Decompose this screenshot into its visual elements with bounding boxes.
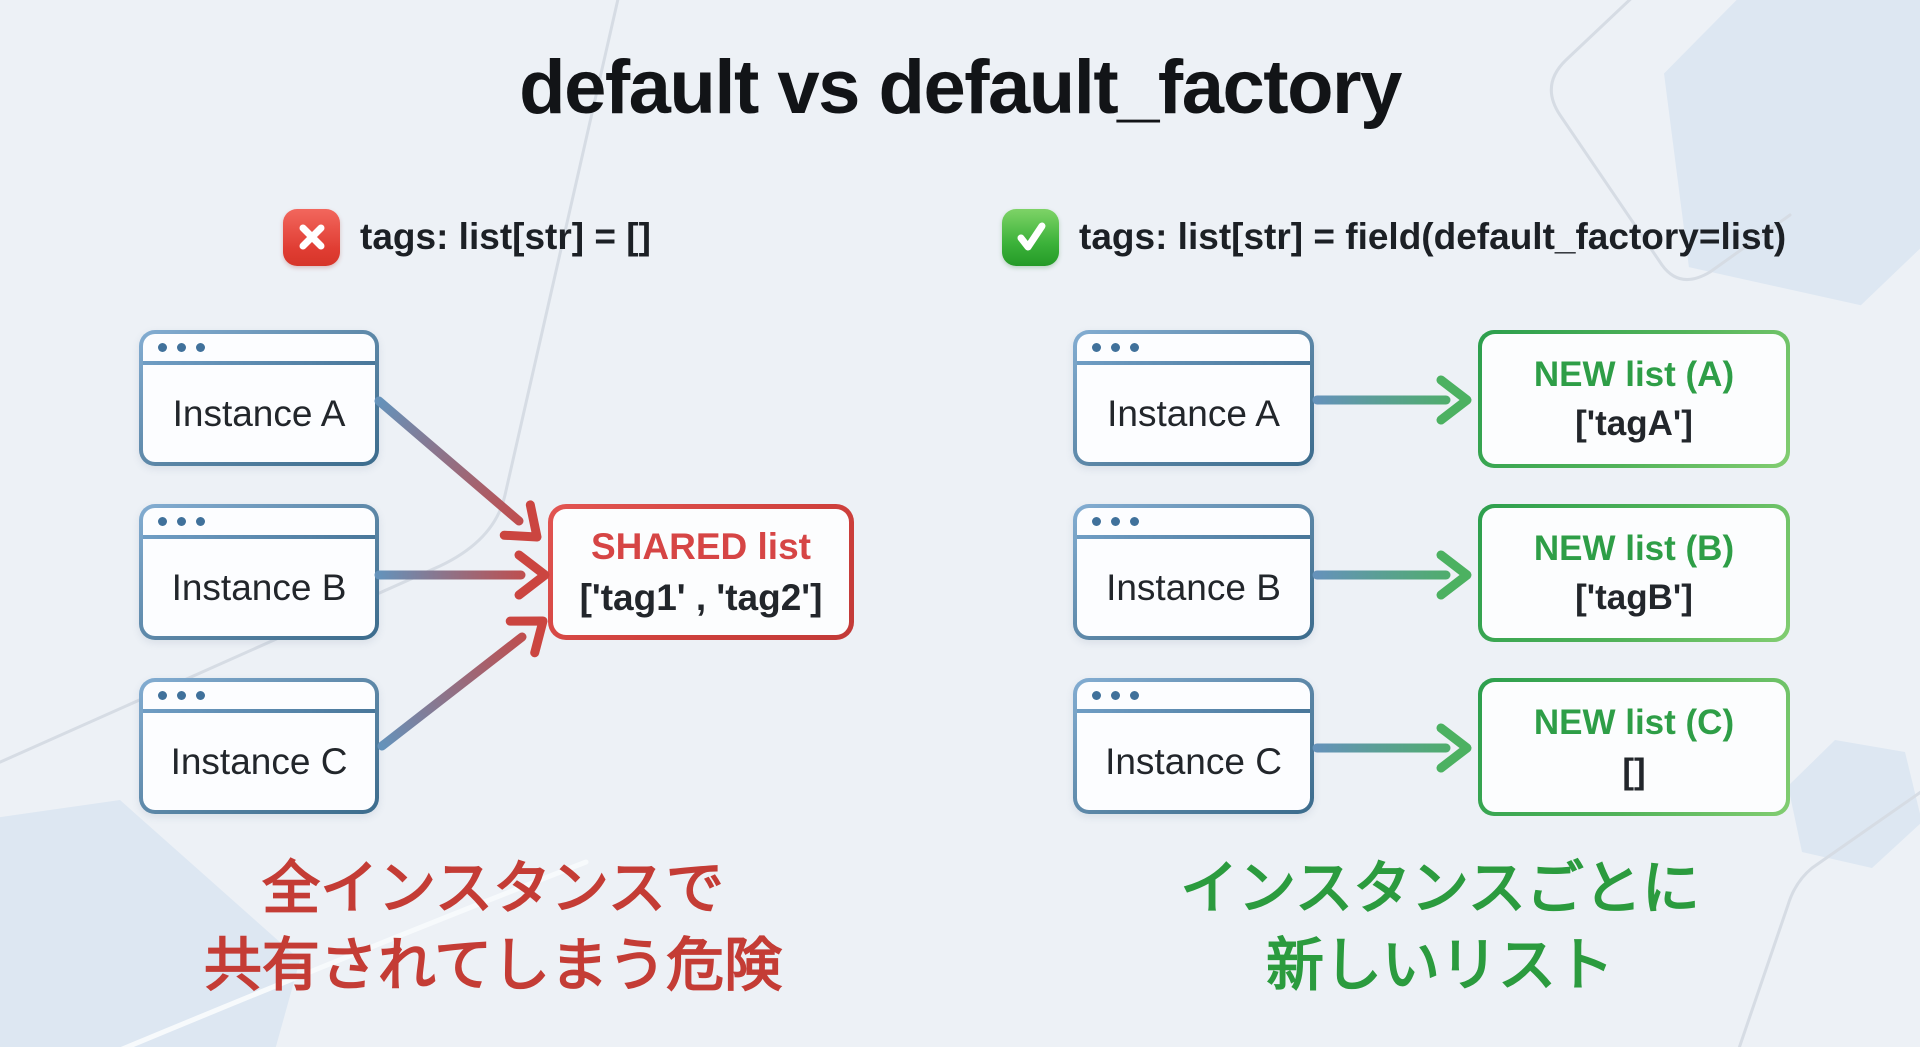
arrow-instanceB-to-newlist [1312, 550, 1472, 600]
new-list-inner: NEW list (A) ['tagA'] [1482, 334, 1786, 464]
window-titlebar [143, 334, 375, 361]
new-list-value: ['tagA'] [1575, 403, 1693, 443]
right-column-header: tags: list[str] = field(default_factory=… [1002, 208, 1786, 266]
window-dot [1092, 343, 1101, 352]
window-separator [1077, 709, 1310, 713]
window-body: Instance C [1077, 682, 1310, 810]
arrow-instanceA-to-shared [374, 396, 542, 542]
new-list-inner: NEW list (C) [] [1482, 682, 1786, 812]
page-title: default vs default_factory [519, 45, 1402, 130]
window-separator [1077, 535, 1310, 539]
window-dot [1111, 343, 1120, 352]
instance-window-right-b: Instance B [1073, 504, 1314, 640]
right-code-bold: field(default_factory=list) [1345, 216, 1787, 257]
new-list-title: NEW list (A) [1533, 354, 1735, 394]
shared-list-value: ['tag1' , 'tag2'] [579, 576, 823, 618]
left-caption-line2: 共有されてしまう危険 [203, 933, 783, 999]
instance-window-left-b: Instance B [139, 504, 379, 640]
right-caption: インスタンスごとに 新しいリスト [1087, 850, 1793, 1004]
new-list-box-a: NEW list (A) ['tagA'] [1478, 330, 1790, 468]
arrow-instanceC-to-newlist [1312, 723, 1472, 773]
window-separator [143, 709, 375, 713]
window-dot [1111, 691, 1120, 700]
window-dot [158, 517, 167, 526]
window-dot [1130, 343, 1139, 352]
new-list-title: NEW list (C) [1533, 702, 1735, 742]
window-dot [1092, 517, 1101, 526]
window-dot [177, 517, 186, 526]
instance-window-left-c: Instance C [139, 678, 379, 814]
window-separator [1077, 361, 1310, 365]
window-dot [177, 343, 186, 352]
arrow-instanceC-to-shared [377, 616, 548, 751]
instance-window-right-a: Instance A [1073, 330, 1314, 466]
instance-label: Instance A [172, 392, 346, 434]
new-list-inner: NEW list (B) ['tagB'] [1482, 508, 1786, 638]
instance-label: Instance A [1107, 392, 1280, 434]
right-code-prefix: tags: list[str] = [1079, 216, 1346, 257]
left-caption-line1: 全インスタンスで [262, 856, 724, 921]
instance-label: Instance B [1106, 566, 1281, 608]
window-titlebar [143, 508, 375, 535]
window-dot [196, 517, 205, 526]
window-titlebar [1077, 508, 1310, 535]
window-separator [143, 361, 375, 365]
left-code-snippet: tags: list[str] = [] [360, 216, 651, 257]
instance-label: Instance C [170, 740, 348, 782]
window-dot [177, 691, 186, 700]
window-dot [158, 343, 167, 352]
instance-window-right-c: Instance C [1073, 678, 1314, 814]
window-dot [1092, 691, 1101, 700]
new-list-box-b: NEW list (B) ['tagB'] [1478, 504, 1790, 642]
window-separator [143, 535, 375, 539]
instance-window-left-a: Instance A [139, 330, 379, 466]
instance-label: Instance B [171, 566, 347, 608]
window-titlebar [143, 682, 375, 709]
window-dot [158, 691, 167, 700]
left-column-header: tags: list[str] = [] [283, 208, 651, 266]
new-list-value: [] [1622, 751, 1646, 791]
window-dot [196, 343, 205, 352]
new-list-box-c: NEW list (C) [] [1478, 678, 1790, 816]
window-body: Instance A [1077, 334, 1310, 462]
new-list-value: ['tagB'] [1575, 577, 1693, 617]
shared-list-box: SHARED list ['tag1' , 'tag2'] [548, 504, 854, 640]
shared-list-title: SHARED list [591, 525, 811, 567]
left-caption: 全インスタンスで 共有されてしまう危険 [140, 850, 846, 1004]
window-dot [196, 691, 205, 700]
check-icon [1002, 208, 1059, 266]
cross-icon [283, 208, 340, 266]
new-list-title: NEW list (B) [1533, 528, 1735, 568]
window-body: Instance B [143, 508, 375, 636]
window-body: Instance A [143, 334, 375, 462]
window-dot [1111, 517, 1120, 526]
arrow-instanceB-to-shared [374, 550, 550, 600]
right-caption-line2: 新しいリスト [1265, 933, 1614, 999]
window-titlebar [1077, 334, 1310, 361]
window-body: Instance B [1077, 508, 1310, 636]
window-titlebar [1077, 682, 1310, 709]
arrow-instanceA-to-newlist [1312, 375, 1472, 425]
window-body: Instance C [143, 682, 375, 810]
right-caption-line1: インスタンスごとに [1180, 856, 1700, 921]
shared-list-inner: SHARED list ['tag1' , 'tag2'] [553, 509, 849, 635]
right-code-snippet: tags: list[str] = field(default_factory=… [1079, 216, 1786, 258]
instance-label: Instance C [1105, 740, 1282, 782]
window-dot [1130, 517, 1139, 526]
window-dot [1130, 691, 1139, 700]
